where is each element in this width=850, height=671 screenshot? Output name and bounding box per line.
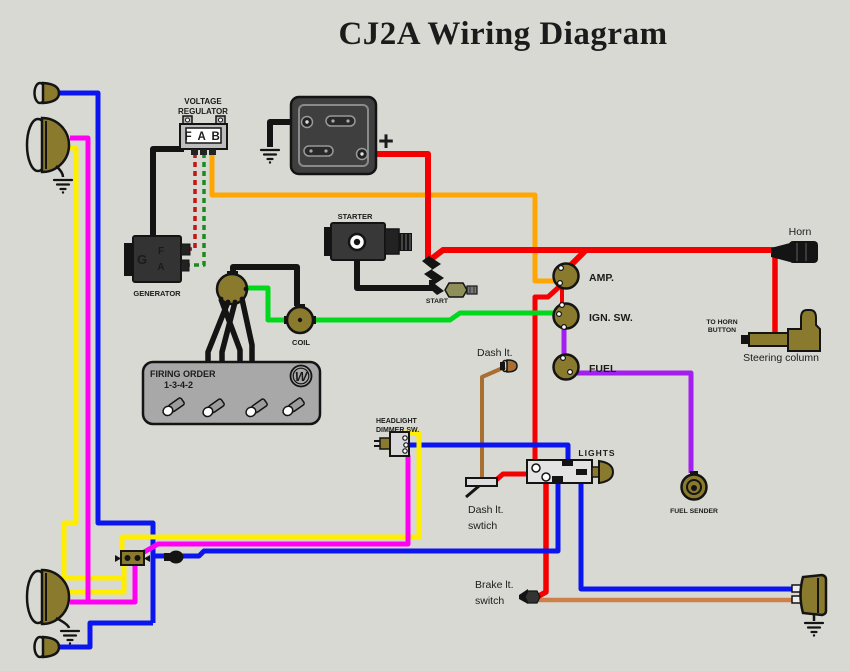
dash-light-switch-label-1: Dash lt.: [468, 504, 504, 516]
coil-label: COIL: [292, 338, 310, 347]
voltage-regulator-label-1: VOLTAGE: [184, 97, 222, 106]
regulator-terminal-letters: F A B: [185, 131, 222, 143]
dash-light-switch-label-2: swtich: [468, 520, 497, 532]
battery-plus-sign: +: [378, 126, 394, 156]
ignition-switch-label: IGN. SW.: [589, 312, 633, 324]
starter: [324, 222, 412, 261]
wire-dash-light-to-switch-brown: [480, 365, 506, 478]
brake-light-switch: [519, 589, 541, 604]
wire-distributor-to-coil-green: [246, 285, 289, 323]
parking-light-front: [33, 81, 61, 105]
junction-connector: [115, 550, 150, 566]
tail-light: [791, 573, 828, 638]
horn: [771, 241, 818, 263]
firing-order-block: FIRING ORDER 1-3-4-2 W: [141, 360, 322, 426]
steering-column: [741, 309, 821, 352]
horn-label: Horn: [789, 226, 812, 238]
wire-lights-switch-to-tail-blue: [578, 476, 794, 592]
distributor: [215, 271, 249, 306]
wire-fuel-to-sender-purple: [571, 370, 694, 473]
start-switch-label: START: [426, 298, 449, 305]
spark-plugs: [162, 397, 305, 418]
wire-regulator-f-to-generator-red-dashed: [183, 153, 197, 251]
amp-gauge: [552, 262, 580, 290]
wire-regulator-to-generator-black: [150, 146, 184, 238]
wire-battery-to-start-switch-red: [366, 151, 431, 262]
fuel-gauge: [552, 353, 580, 381]
steering-column-label: Steering column: [743, 352, 819, 364]
fuel-sender: [680, 471, 708, 501]
battery-ground-symbol: [259, 148, 281, 165]
coil: [284, 304, 316, 335]
dimmer-switch-label-2: DIMMER SW.: [376, 427, 419, 434]
parking-light-rear: [33, 635, 61, 659]
dimmer-switch-label-1: HEADLIGHT: [376, 418, 418, 425]
brake-switch-label-1: Brake lt.: [475, 579, 514, 591]
battery: [289, 95, 378, 176]
willys-w: W: [295, 369, 309, 384]
fuel-sender-label: FUEL SENDER: [670, 508, 718, 515]
wire-headlight-low-beam-magenta: [70, 135, 91, 602]
dash-light-label: Dash lt.: [477, 347, 513, 359]
headlight-dimmer-switch: [374, 431, 410, 457]
wire-main-red-bus: [428, 247, 775, 263]
ignition-switch-gauge: [552, 302, 580, 331]
wire-regulator-to-amp-orange: [209, 153, 557, 284]
junction-dot: [164, 550, 184, 564]
wire-parking-rear-blue: [58, 620, 153, 650]
start-switch: [422, 256, 478, 298]
tail-light-ground: [803, 621, 825, 638]
to-horn-button-label-2: BUTTON: [708, 327, 736, 334]
headlight-front: [25, 116, 74, 195]
headlight-rear-ground: [59, 629, 81, 646]
wire-lights-switch-to-brake-switch-red: [535, 481, 549, 600]
wire-headlight2-magenta: [70, 566, 138, 605]
starter-label: STARTER: [338, 212, 373, 221]
lights-switch: [526, 459, 615, 485]
generator-label: GENERATOR: [133, 289, 181, 298]
willys-logo: W: [289, 364, 313, 388]
generator-f-terminal: F: [158, 246, 164, 257]
amp-gauge-label: AMP.: [589, 272, 614, 284]
to-horn-button-label-1: TO HORN: [706, 319, 737, 326]
wire-parking-front-blue: [58, 90, 156, 623]
voltage-regulator-label-2: REGULATOR: [178, 107, 228, 116]
wire-junction-to-lights-switch-blue: [153, 478, 561, 559]
fuel-gauge-label: FUEL: [589, 363, 617, 375]
headlight-rear: [25, 568, 81, 646]
wire-starter-to-start-switch-black: [354, 250, 435, 291]
page-title: CJ2A Wiring Diagram: [338, 16, 667, 52]
wire-coil-to-ignition-green: [312, 310, 557, 323]
firing-order-label-2: 1-3-4-2: [164, 380, 193, 390]
generator-a-terminal: A: [157, 262, 164, 273]
dash-light: [500, 359, 518, 373]
ground-symbol: [52, 178, 74, 195]
generator: G F A: [124, 235, 191, 283]
wire-amp-to-lights-switch-red: [532, 284, 562, 466]
voltage-regulator: F A B: [179, 115, 228, 155]
dash-light-switch: [465, 477, 498, 499]
brake-switch-label-2: switch: [475, 595, 504, 607]
wire-dimmer-to-lights-switch-blue: [407, 442, 571, 461]
generator-g-terminal: G: [137, 252, 147, 267]
wire-dimmer-yellow-run: [119, 430, 422, 552]
wire-headlight-high-beam-yellow: [61, 145, 127, 581]
lights-switch-label: LIGHTS: [578, 448, 615, 458]
firing-order-label-1: FIRING ORDER: [150, 369, 216, 379]
